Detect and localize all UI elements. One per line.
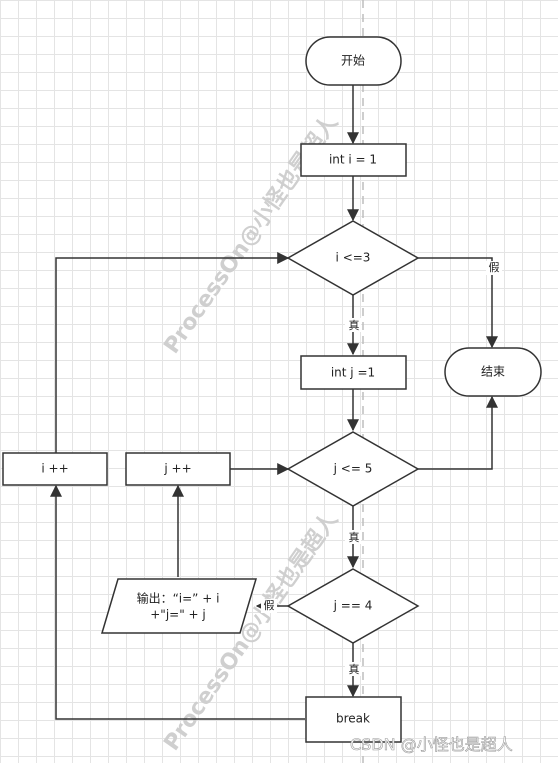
edge-cond-i-false <box>418 257 498 349</box>
cond-j4-decision <box>286 568 420 644</box>
init-j-process <box>300 355 407 390</box>
output-label-line1: 输出：“i=” + i <box>137 591 220 606</box>
cond-j-decision <box>286 431 420 507</box>
edge-inc-i-to-cond-i <box>55 252 290 453</box>
edge-cond-j-false <box>418 395 498 470</box>
inc-j-process <box>125 452 231 486</box>
cond-i-decision <box>286 220 420 296</box>
inc-i-process <box>2 452 108 486</box>
cond-i-false-label: 假 <box>489 260 500 274</box>
init-i-label: int i = 1 <box>329 153 377 167</box>
start-terminal <box>305 36 402 86</box>
break-label: break <box>336 712 370 726</box>
cond-j-true-label: 真 <box>349 530 360 544</box>
output-parallelogram <box>100 578 258 634</box>
inc-i-label: i ++ <box>41 462 68 476</box>
init-j-label: int j =1 <box>331 366 375 380</box>
edge-break-to-inc-i <box>50 484 305 720</box>
start-label: 开始 <box>341 54 365 68</box>
cond-j4-label: j == 4 <box>333 599 373 613</box>
cond-j-label: j <= 5 <box>333 462 373 476</box>
cond-i-label: i <=3 <box>336 251 371 265</box>
output-label-line2: +"j=" + j <box>150 608 206 622</box>
credit-watermark: CSDN @小怪也是超人 <box>350 735 513 754</box>
cond-i-true-label: 真 <box>349 318 360 332</box>
init-i-process <box>300 143 407 177</box>
end-terminal <box>444 347 542 397</box>
cond-j4-false-label: 假 <box>264 598 275 612</box>
inc-j-label: j ++ <box>163 462 191 476</box>
end-label: 结束 <box>481 365 505 379</box>
break-process <box>305 696 402 743</box>
cond-j4-true-label: 真 <box>349 662 360 676</box>
